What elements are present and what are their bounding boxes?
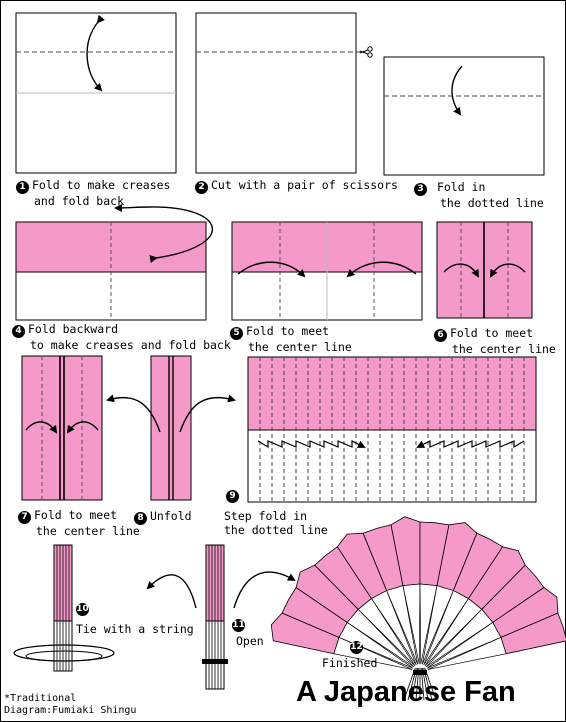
fan-rib: [423, 590, 469, 666]
step8-paper: [106, 355, 236, 501]
fan-knot: [413, 670, 427, 675]
step-fold-arrow-right: [416, 440, 525, 449]
step6-paper: [436, 221, 533, 319]
fold-arrow-left: [237, 261, 306, 278]
string-knot: [202, 659, 228, 664]
fold-arrow: [451, 65, 463, 116]
step3-rect-paper: [383, 56, 545, 176]
fan-rib: [402, 583, 421, 665]
fan-rib: [386, 585, 419, 665]
fold-arrow-right: [346, 261, 417, 278]
step5-paper: [231, 221, 423, 321]
scissors-icon: [359, 46, 373, 58]
step-fold-arrow-left: [257, 440, 366, 449]
step9-paper: [247, 356, 537, 503]
fan-rib: [338, 621, 414, 669]
fan-rib: [425, 608, 494, 668]
fan-rib: [371, 590, 417, 666]
fan-rib: [419, 583, 438, 665]
finished-fan: [270, 516, 566, 701]
fan-rib: [421, 585, 454, 665]
fan-rib: [357, 598, 416, 667]
fan-rib: [424, 598, 483, 667]
fan-rib: [426, 621, 502, 669]
page-title: A Japanese Fan: [296, 676, 516, 708]
fold-arrow: [86, 14, 105, 92]
step4-folded-paper: [15, 203, 214, 321]
fan-rib: [346, 608, 415, 668]
step11-tied-stick: [146, 544, 296, 690]
fan-rib: [427, 636, 507, 670]
step7-paper: [21, 355, 103, 501]
step10-folded-stick: [13, 544, 115, 672]
step2-cut-paper: [195, 12, 373, 174]
step1-square-paper: [15, 12, 177, 174]
fold-arrow: [114, 203, 214, 263]
